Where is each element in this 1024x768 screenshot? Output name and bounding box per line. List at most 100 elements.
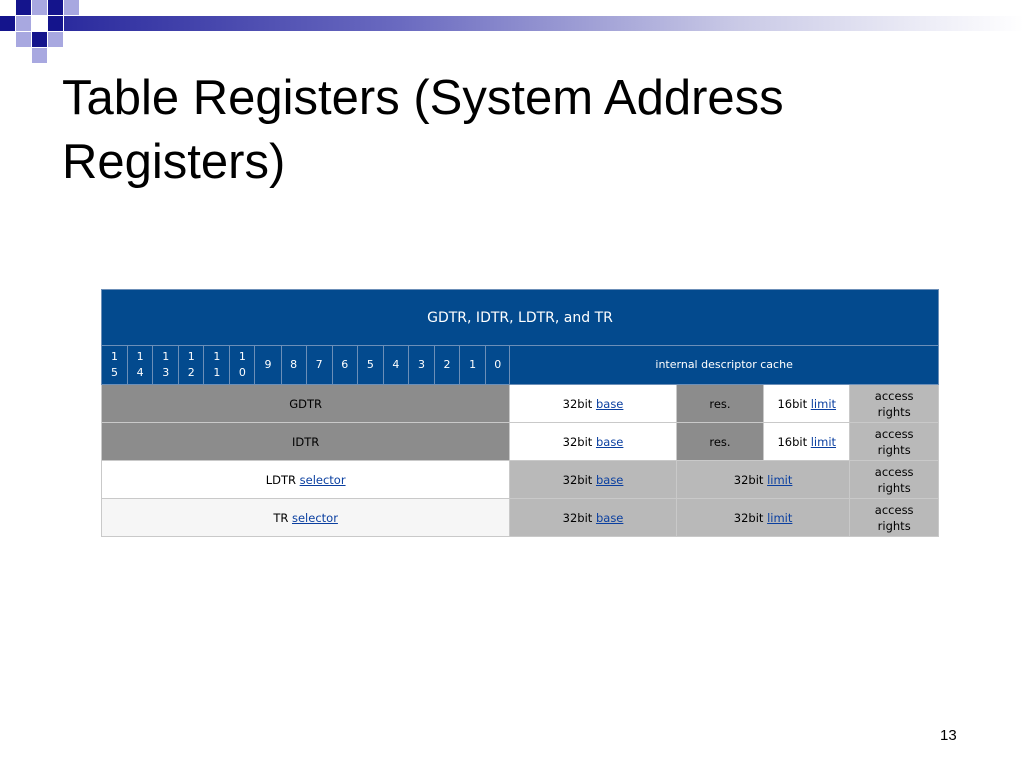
ldtr-selector-cell: LDTR selector [100,460,511,499]
gdtr-selector-cell: GDTR [100,384,511,423]
base-link[interactable]: base [595,510,624,525]
base-prefix: 32bit [562,396,593,411]
bit-digit: 3 [162,366,170,379]
idtr-base-cell: 32bit base [509,422,677,461]
idtr-limit-cell: 16bit limit [763,422,851,461]
deco-square [64,0,79,15]
bit-number-cell: 7 [305,345,333,385]
slide-title: Table Registers (System Address Register… [62,71,784,189]
base-link[interactable]: base [595,434,624,449]
access-line: access [874,464,914,479]
rights-line: rights [877,480,911,495]
deco-square [48,16,63,31]
bit-digit: 1 [238,350,246,363]
ldtr-base-cell: 32bit base [509,460,677,499]
base-prefix: 32bit [562,434,593,449]
bit-digit: 1 [136,350,144,363]
bit-number-cell: 4 [382,345,409,385]
header-gradient-bar [64,16,1024,31]
bit-digit: 1 [213,350,221,363]
cache-label-cell: internal descriptor cache [509,345,939,385]
bit-digit: 6 [341,358,349,371]
bit-number-cell: 6 [331,345,358,385]
deco-square [0,16,15,31]
bit-digit: 1 [187,350,195,363]
deco-square [16,0,31,15]
bit-number-cell: 3 [407,345,436,385]
bit-number-cell: 2 [434,345,461,385]
idtr-selector-cell: IDTR [100,422,511,461]
register-name: TR [273,510,289,525]
deco-square [48,0,63,15]
tr-limit-cell: 32bit limit [675,498,851,537]
bit-digit: 1 [213,366,221,379]
idtr-reserved-cell: res. [675,422,765,461]
bit-digit: 5 [111,366,119,379]
bit-digit: 9 [264,358,272,371]
limit-prefix: 16bit [777,396,808,411]
deco-square [32,0,47,15]
bit-digit: 0 [494,358,502,371]
bit-digit: 5 [366,358,374,371]
rights-line: rights [877,442,911,457]
bit-digit: 0 [238,366,246,379]
base-prefix: 32bit [562,510,593,525]
page-number: 13 [940,727,957,744]
base-link[interactable]: base [595,396,624,411]
bit-digit: 4 [392,358,400,371]
ldtr-limit-cell: 32bit limit [675,460,851,499]
table-header: GDTR, IDTR, LDTR, and TR [101,289,939,346]
bit-digit: 4 [136,366,144,379]
selector-link[interactable]: selector [291,510,338,525]
bit-digit: 2 [443,358,451,371]
rights-line: rights [877,518,911,533]
tr-selector-cell: TR selector [100,498,511,537]
gdtr-base-cell: 32bit base [509,384,677,423]
limit-link[interactable]: limit [767,472,793,487]
limit-prefix: 32bit [733,472,764,487]
limit-prefix: 16bit [777,434,808,449]
tr-base-cell: 32bit base [509,498,677,537]
bit-number-cell: 8 [280,345,307,385]
limit-link[interactable]: limit [810,396,837,411]
deco-square [32,32,47,47]
limit-prefix: 32bit [733,510,764,525]
access-line: access [874,426,914,441]
access-line: access [874,388,914,403]
bit-digit: 1 [162,350,170,363]
limit-link[interactable]: limit [767,510,793,525]
bit-digit: 1 [111,350,119,363]
bit-digit: 2 [187,366,195,379]
bit-digit: 8 [290,358,298,371]
bit-digit: 3 [417,358,425,371]
deco-square [48,32,63,47]
bit-number-cell: 0 [485,345,511,385]
base-prefix: 32bit [562,472,593,487]
deco-square [32,48,47,63]
deco-square [16,32,31,47]
bit-digit: 7 [315,358,323,371]
access-line: access [874,502,914,517]
limit-link[interactable]: limit [810,434,837,449]
slide-header-decoration [0,0,1024,63]
gdtr-limit-cell: 16bit limit [763,384,851,423]
rights-line: rights [877,404,911,419]
bit-digit: 1 [469,358,477,371]
deco-square [16,16,31,31]
selector-link[interactable]: selector [299,472,346,487]
bit-number-cell: 5 [356,345,384,385]
register-name: LDTR [265,472,296,487]
bit-number-cell: 9 [254,345,282,385]
gdtr-reserved-cell: res. [675,384,765,423]
base-link[interactable]: base [595,472,624,487]
